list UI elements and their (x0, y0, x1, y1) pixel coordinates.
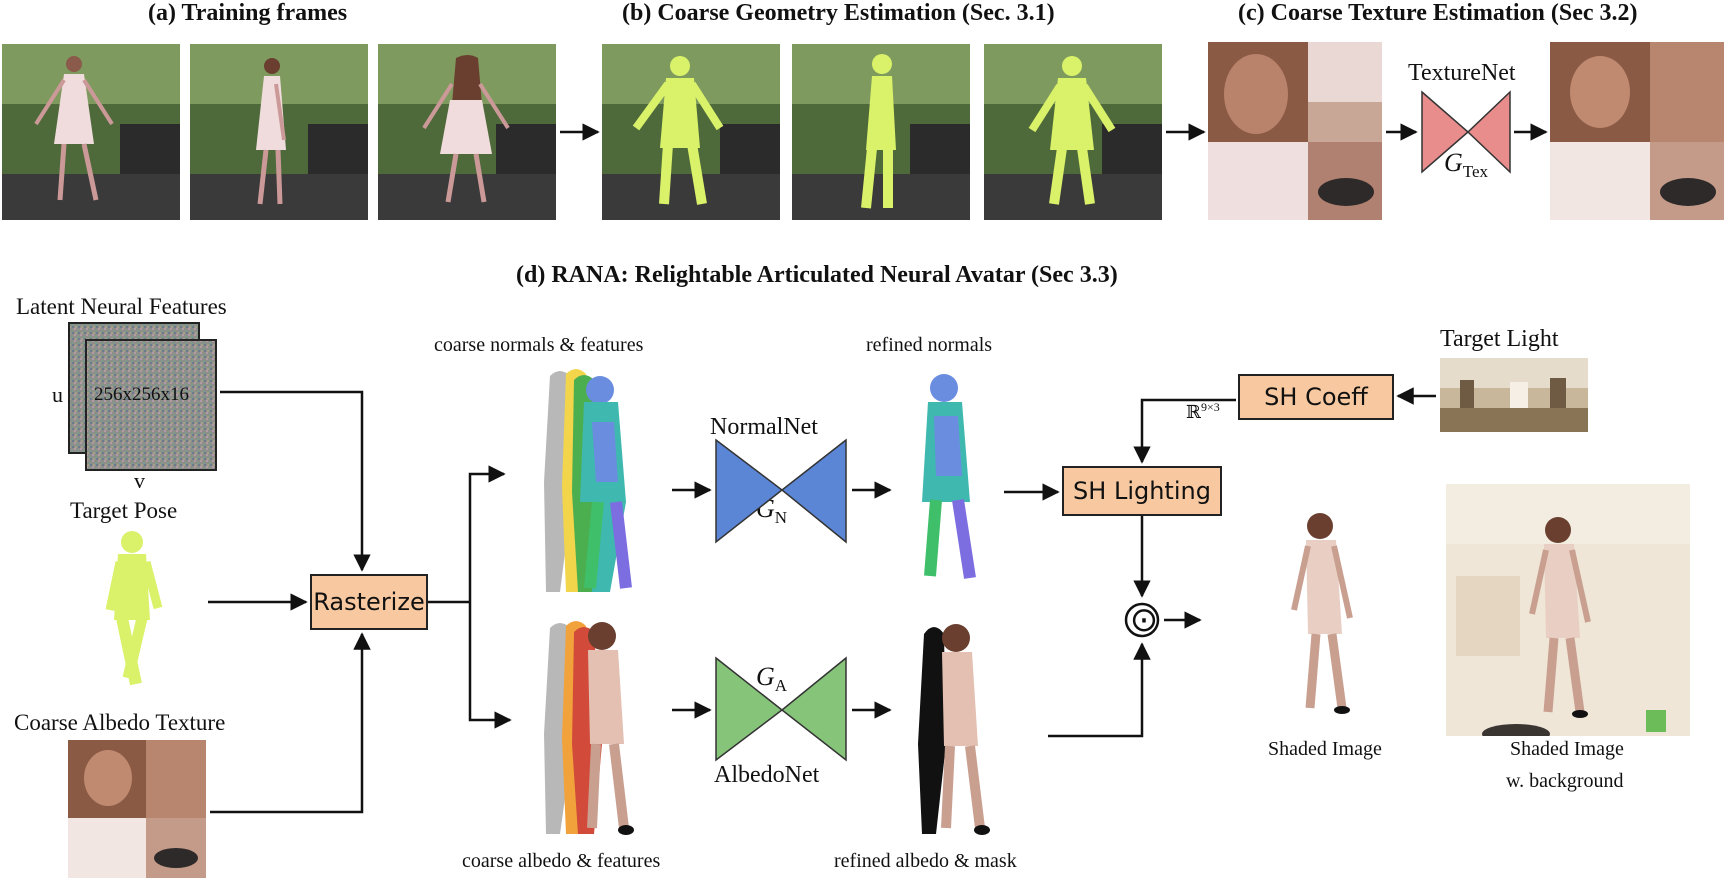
target-pose-label: Target Pose (70, 498, 178, 523)
coarse-albedo-texture-image (68, 740, 206, 878)
shaded-bg-label-line1: Shaded Image (1510, 738, 1624, 760)
sh-coeff-box: SH Coeff (1238, 374, 1394, 420)
hadamard-circle (1124, 602, 1160, 638)
coarse-albedo-label: coarse albedo & features (462, 850, 661, 872)
albedonet-encoder-shape (715, 656, 784, 762)
latent-features-label: Latent Neural Features (16, 294, 227, 319)
refined-albedo-label: refined albedo & mask (834, 850, 1017, 872)
texturenet-encoder-shape (1421, 90, 1470, 174)
sh-lighting-box: SH Lighting (1062, 466, 1222, 516)
latent-features-stack (68, 322, 218, 472)
arrow-texture-to-rasterize (210, 632, 371, 814)
albedonet-decoder-shape (780, 656, 847, 762)
feature-dims-label: 256x256x16 (94, 384, 189, 405)
target-light-label: Target Light (1440, 326, 1559, 352)
coarse-normals-stack (530, 362, 650, 598)
arrow-sh-coeff-to-lighting (1133, 398, 1236, 464)
g-tex-symbol: GTex (1444, 148, 1489, 182)
training-frame-2 (190, 44, 368, 220)
sh-dim-label: ℝ9×3 (1186, 400, 1220, 422)
target-pose-mesh (80, 528, 180, 692)
shaded-bg-label-line2: w. background (1506, 770, 1624, 792)
section-c-title: (c) Coarse Texture Estimation (Sec 3.2) (1238, 0, 1638, 26)
section-a-title: (a) Training frames (148, 0, 348, 26)
coarse-albedo-stack (530, 614, 650, 840)
normalnet-label: NormalNet (710, 414, 818, 440)
normalnet-decoder-shape (780, 438, 847, 544)
rasterize-box: Rasterize (310, 574, 428, 630)
section-b-title: (b) Coarse Geometry Estimation (Sec. 3.1… (622, 0, 1055, 26)
arrow-rasterize-to-albedo (468, 602, 512, 729)
arrow-rasterize-to-normals (468, 465, 506, 602)
v-axis-label: v (134, 468, 145, 493)
refined-normals-image (900, 366, 990, 586)
refined-albedo-image (900, 614, 1000, 840)
g-a-symbol: GA (756, 662, 788, 696)
shaded-image (1280, 510, 1370, 720)
training-frame-1 (2, 44, 180, 220)
partial-texture-image (1208, 42, 1382, 220)
refined-normals-label: refined normals (866, 334, 993, 356)
u-axis-label: u (52, 382, 63, 407)
arrow-albedo-to-product (1048, 642, 1151, 738)
section-d-title: (d) RANA: Relightable Articulated Neural… (516, 262, 1118, 288)
shaded-image-with-background (1446, 484, 1690, 736)
geometry-frame-3 (984, 44, 1162, 220)
albedonet-label: AlbedoNet (714, 762, 820, 788)
coarse-texture-output-image (1550, 42, 1724, 220)
coarse-normals-label: coarse normals & features (434, 334, 644, 356)
target-light-envmap (1440, 358, 1588, 432)
geometry-frame-1 (602, 44, 780, 220)
texturenet-decoder-shape (1466, 90, 1511, 174)
geometry-frame-2 (792, 44, 970, 220)
coarse-albedo-texture-label: Coarse Albedo Texture (14, 710, 226, 735)
normalnet-encoder-shape (715, 438, 784, 544)
texturenet-label: TextureNet (1408, 60, 1516, 86)
shaded-image-label: Shaded Image (1268, 738, 1382, 760)
training-frame-3 (378, 44, 556, 220)
arrow-latent-to-rasterize (220, 390, 371, 572)
